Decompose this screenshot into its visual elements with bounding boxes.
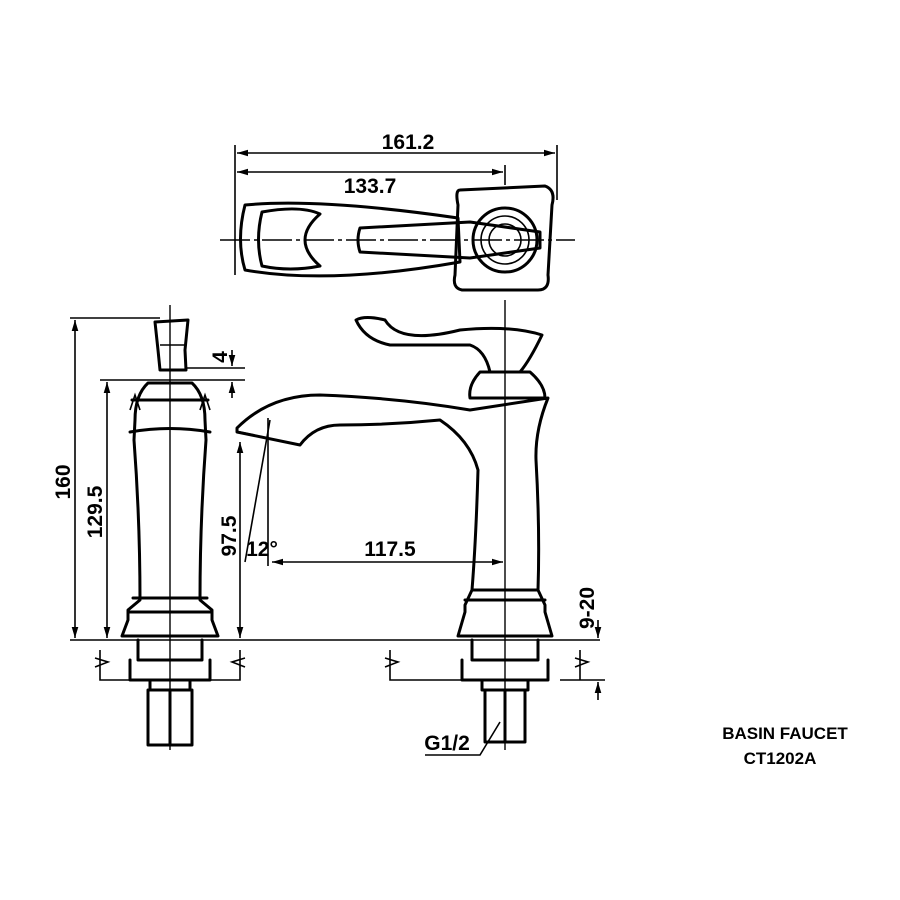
handle-top-outline xyxy=(356,220,542,260)
spout-body-outline xyxy=(235,393,550,592)
dimension-spout-height: 97.5 xyxy=(218,515,241,556)
body-side-outline xyxy=(120,381,220,638)
model-number: CT1202A xyxy=(744,749,817,768)
dimension-spout-reach: 117.5 xyxy=(364,538,416,561)
spout-top-outline xyxy=(239,201,462,278)
dimension-thread: G1/2 xyxy=(424,732,470,755)
dimension-counter-thickness: 9-20 xyxy=(576,587,599,629)
drawing-title: BASIN FAUCET xyxy=(722,724,848,743)
dimension-spout-length: 133.7 xyxy=(344,175,397,198)
escutcheon-outline xyxy=(452,184,555,292)
handle-side-outline xyxy=(153,318,190,372)
dimension-body-height: 129.5 xyxy=(84,485,107,538)
dimension-handle-gap: 4 xyxy=(209,351,232,363)
side-view: 160 129.5 4 97.5 xyxy=(52,305,600,750)
front-view: 12° 117.5 9-20 G1/2 xyxy=(235,300,605,756)
dimension-total-height: 160 xyxy=(52,464,75,499)
top-view: 161.2 133.7 xyxy=(220,131,575,292)
dimension-overall-length: 161.2 xyxy=(382,131,435,154)
lever-handle-outline xyxy=(354,316,544,374)
dimension-spout-angle: 12° xyxy=(246,538,278,561)
